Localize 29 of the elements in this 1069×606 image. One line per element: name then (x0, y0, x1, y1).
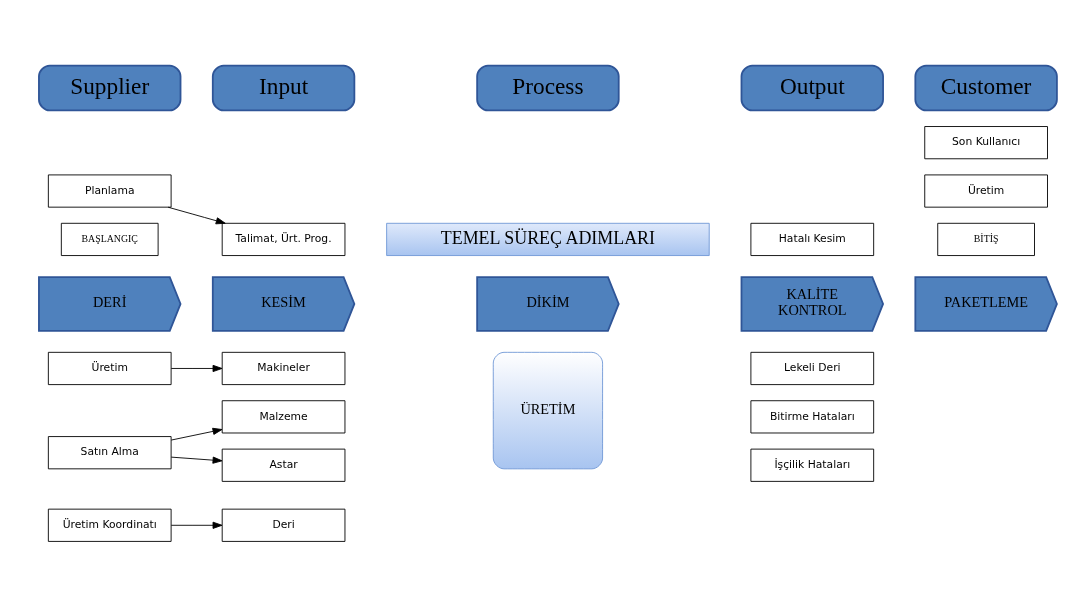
node-box: BİTİŞ (937, 222, 1035, 256)
node-box: Input (211, 64, 356, 111)
node-box: Customer (914, 64, 1058, 111)
arrow (170, 521, 223, 529)
node-box: Talimat, Ürt. Prog. (221, 222, 346, 256)
node-box: İşçilik Hataları (750, 448, 875, 482)
arrow (167, 206, 226, 224)
node-box: Process (476, 64, 620, 111)
node-box: Makineler (221, 351, 346, 385)
node-box: TEMEL SÜREÇ ADIMLARI (386, 222, 710, 256)
node-box: Supplier (38, 64, 182, 111)
node-box: Lekeli Deri (750, 351, 875, 385)
arrow (170, 456, 223, 464)
node-box: Satın Alma (47, 435, 172, 469)
node-box: Output (740, 64, 884, 111)
node-box: Planlama (47, 173, 172, 208)
arrow (170, 364, 223, 372)
node-box: Hatalı Kesim (750, 222, 875, 256)
node-box: Üretim (924, 173, 1048, 208)
node-box: Malzeme (221, 399, 346, 433)
node-box: Son Kullanıcı (924, 125, 1048, 159)
node-box: Astar (221, 448, 346, 482)
node-box: Üretim Koordinatı (47, 508, 172, 542)
node-box: ÜRETİM (492, 351, 604, 469)
node-box: BAŞLANGIÇ (60, 222, 159, 256)
node-box: Bitirme Hataları (750, 399, 875, 433)
node-box: Üretim (47, 351, 172, 385)
node-box: Deri (221, 508, 346, 542)
arrow (170, 427, 223, 440)
